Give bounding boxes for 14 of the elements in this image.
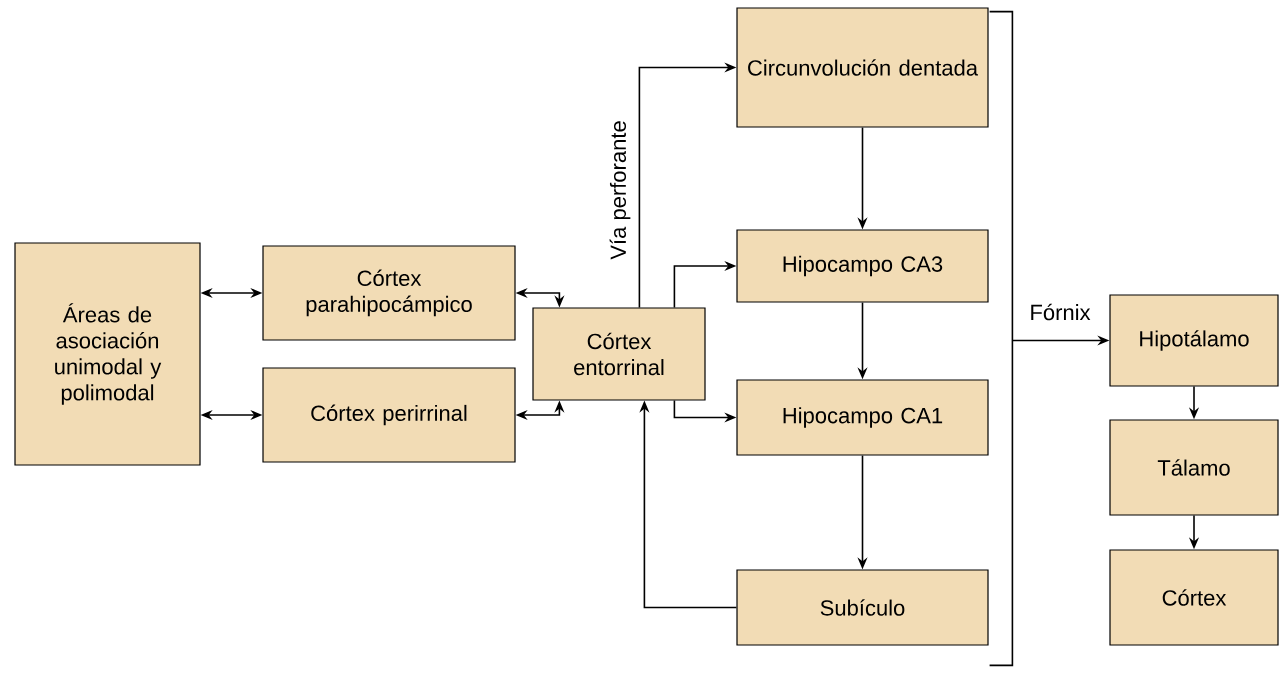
process-box: Hipocampo CA3 (736, 229, 989, 303)
process-box: Áreas de asociación unimodal y polimodal (14, 242, 201, 466)
process-box: Córtex parahipocámpico (262, 245, 516, 341)
process-box: Hipotálamo (1109, 294, 1279, 387)
process-box: Circunvolución dentada (736, 7, 989, 128)
process-box: Subículo (736, 569, 989, 646)
process-box: Córtex entorrinal (532, 307, 706, 401)
edge-label: Vía perforante (607, 118, 633, 262)
process-box: Tálamo (1109, 419, 1279, 516)
bracket (988, 10, 1014, 667)
process-box: Hipocampo CA1 (736, 379, 989, 456)
process-box: Córtex (1109, 549, 1279, 646)
edge-label: Fórnix (1027, 301, 1093, 323)
process-box: Córtex perirrinal (262, 367, 516, 463)
